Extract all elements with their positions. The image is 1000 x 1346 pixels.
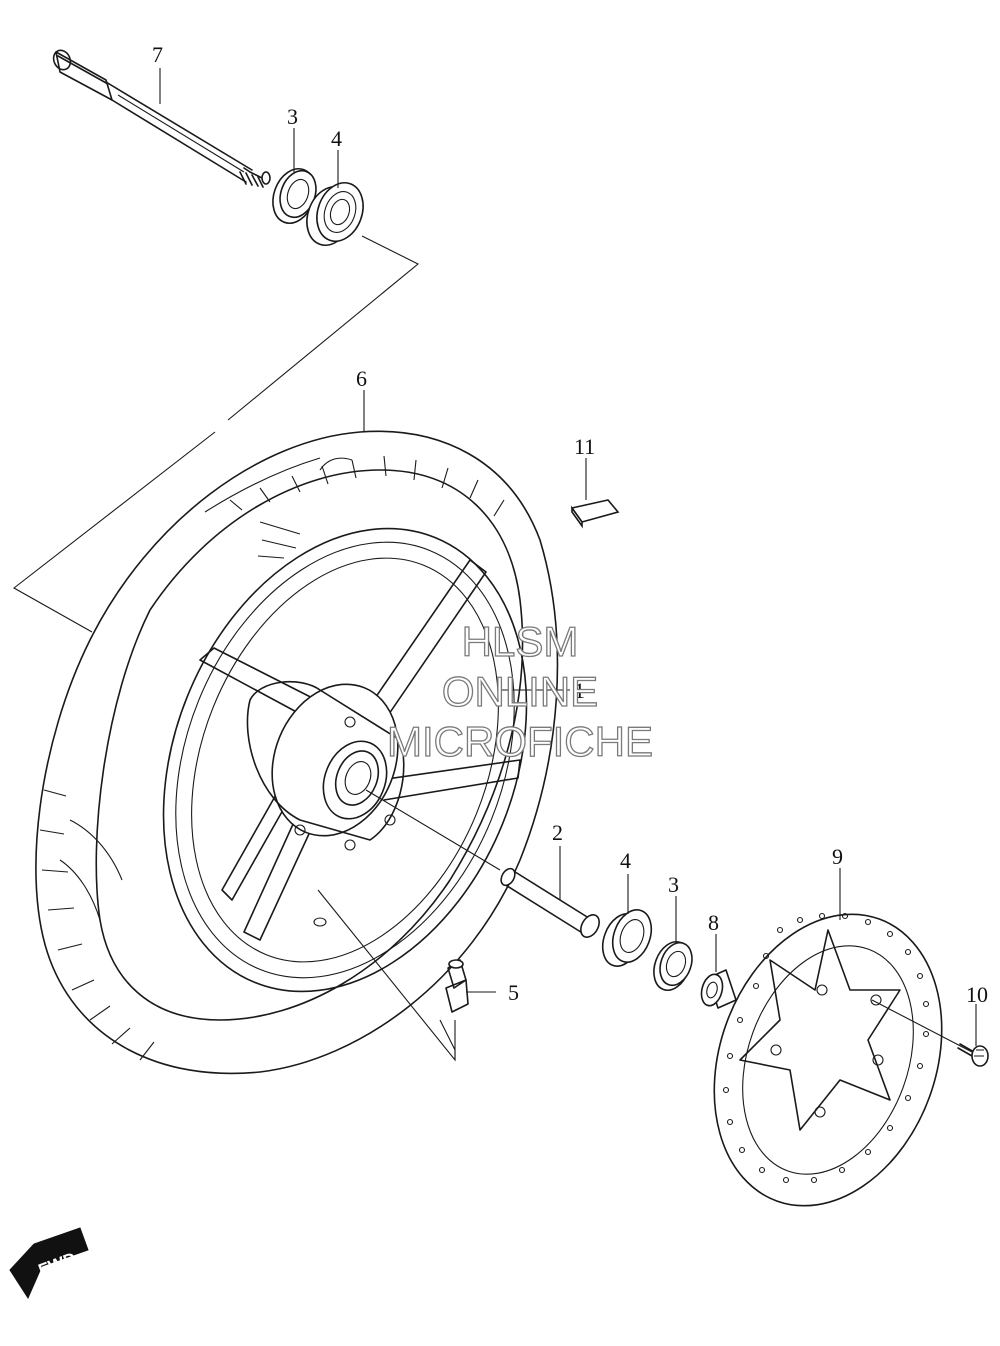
callout-5: 5 [508, 980, 519, 1005]
callout-3-bottom: 3 [668, 872, 679, 897]
axle-centerline-top [227, 235, 420, 421]
watermark-line2: ONLINE [442, 668, 598, 715]
callout-leaders [159, 68, 977, 1046]
axle-spacer[interactable] [498, 866, 603, 940]
callout-6: 6 [356, 366, 367, 391]
callout-4-top: 4 [331, 126, 342, 151]
callout-11: 11 [574, 434, 595, 459]
callout-4-bottom: 4 [620, 848, 631, 873]
balance-weight[interactable] [570, 499, 620, 529]
callout-1: 1 [574, 678, 585, 703]
axle-centerline-left [13, 431, 216, 633]
wheel-collar[interactable] [698, 969, 737, 1009]
tire-valve[interactable] [445, 959, 496, 1013]
bolt-leader [871, 999, 973, 1053]
disc-bolt[interactable] [957, 1043, 989, 1067]
cast-wheel[interactable] [97, 474, 592, 1046]
callout-labels: 7 3 4 6 11 1 2 4 3 8 9 5 10 [152, 42, 988, 1007]
disc-vent-holes [722, 912, 930, 1184]
callout-3-top: 3 [287, 104, 298, 129]
oil-seal-bottom[interactable] [647, 937, 697, 996]
callout-2: 2 [552, 820, 563, 845]
callout-9: 9 [832, 844, 843, 869]
watermark-line1: HLSM [462, 618, 579, 665]
bearing-top[interactable] [299, 176, 371, 251]
bearing-bottom[interactable] [596, 904, 658, 971]
watermark: HLSM ONLINE MICROFICHE [386, 617, 653, 765]
front-axle[interactable] [51, 48, 271, 188]
valve-leader [317, 889, 456, 1062]
watermark-line3: MICROFICHE [387, 718, 653, 765]
forward-arrow[interactable]: FWD [9, 1227, 89, 1300]
axle-centerline-right [365, 789, 501, 871]
brake-disc[interactable] [675, 882, 981, 1238]
oil-seal-top[interactable] [266, 163, 323, 229]
callout-7: 7 [152, 42, 163, 67]
callout-8: 8 [708, 910, 719, 935]
callout-10: 10 [966, 982, 988, 1007]
tire[interactable] [35, 430, 559, 1075]
